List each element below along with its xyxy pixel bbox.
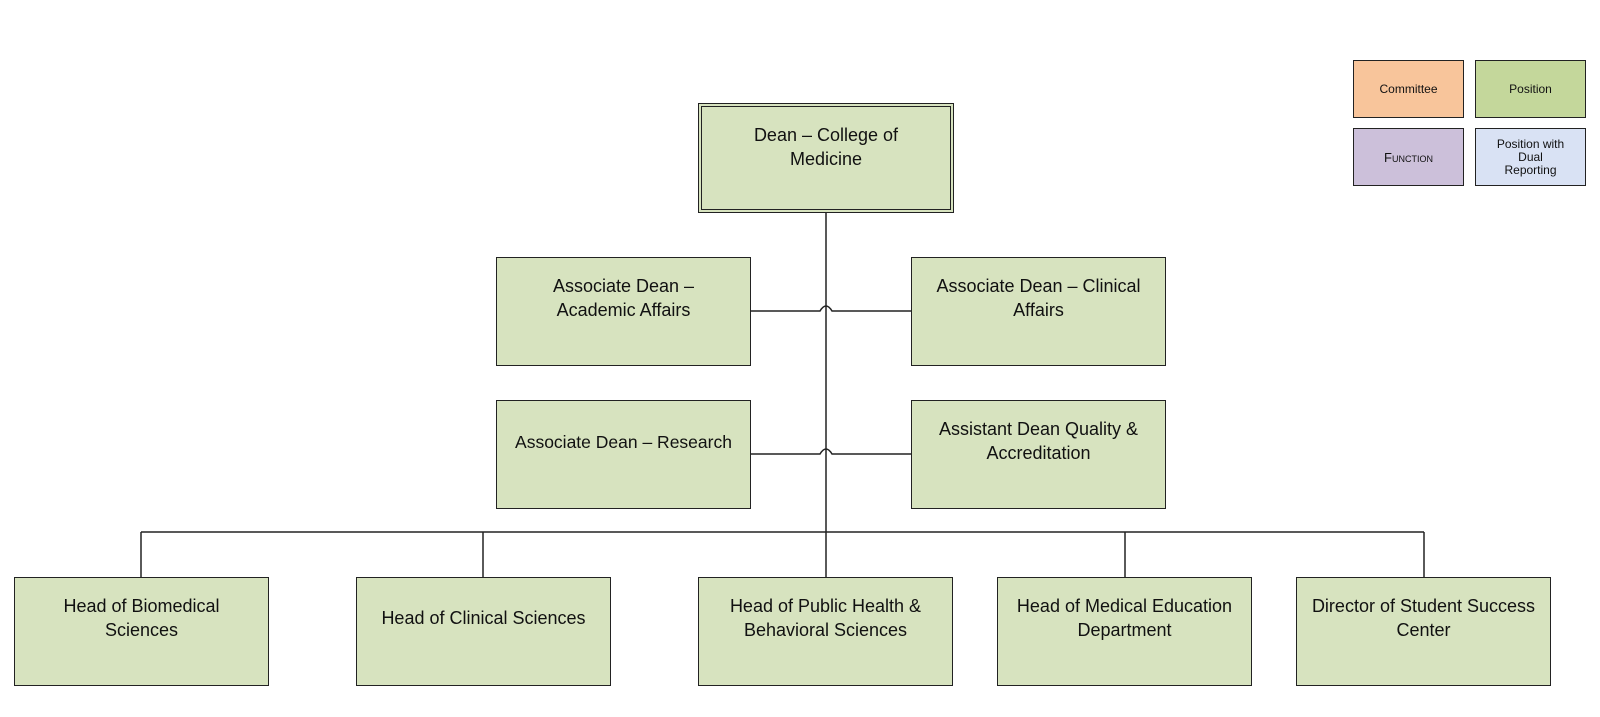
node-head-clinical-sciences[interactable]: Head of Clinical Sciences (356, 577, 611, 686)
node-label: Associate Dean – Academic Affairs (552, 276, 695, 320)
node-director-student-success[interactable]: Director of Student Success Center (1296, 577, 1551, 686)
node-label: Assistant Dean Quality & Accreditation (938, 419, 1139, 463)
connector-research (750, 448, 912, 455)
node-label: Director of Student Success Center (1311, 596, 1536, 640)
legend-function: Function (1353, 128, 1464, 186)
connector-academic-affairs (750, 305, 912, 312)
legend-label: Position with Dual Reporting (1496, 136, 1565, 177)
node-head-public-health[interactable]: Head of Public Health & Behavioral Scien… (698, 577, 953, 686)
node-label: Head of Medical Education Department (1016, 596, 1233, 640)
node-label: Associate Dean – Research (515, 432, 732, 452)
node-label: Associate Dean – Clinical Affairs (936, 276, 1141, 320)
node-head-medical-education[interactable]: Head of Medical Education Department (997, 577, 1252, 686)
node-dean[interactable]: Dean – College of Medicine (698, 103, 954, 213)
legend-position: Position (1475, 60, 1586, 118)
node-associate-dean-research[interactable]: Associate Dean – Research (496, 400, 751, 509)
node-label: Head of Biomedical Sciences (63, 596, 220, 640)
node-associate-dean-clinical-affairs[interactable]: Associate Dean – Clinical Affairs (911, 257, 1166, 366)
node-head-biomedical-sciences[interactable]: Head of Biomedical Sciences (14, 577, 269, 686)
legend-label: Function (1384, 149, 1433, 165)
node-associate-dean-academic-affairs[interactable]: Associate Dean – Academic Affairs (496, 257, 751, 366)
node-label: Head of Clinical Sciences (381, 608, 586, 628)
node-label: Head of Public Health & Behavioral Scien… (729, 596, 922, 640)
node-assistant-dean-quality[interactable]: Assistant Dean Quality & Accreditation (911, 400, 1166, 509)
node-label: Dean – College of Medicine (753, 125, 899, 169)
legend-committee: Committee (1353, 60, 1464, 118)
legend-label: Committee (1379, 81, 1438, 96)
legend-dual-reporting: Position with Dual Reporting (1475, 128, 1586, 186)
legend-label: Position (1509, 81, 1552, 96)
